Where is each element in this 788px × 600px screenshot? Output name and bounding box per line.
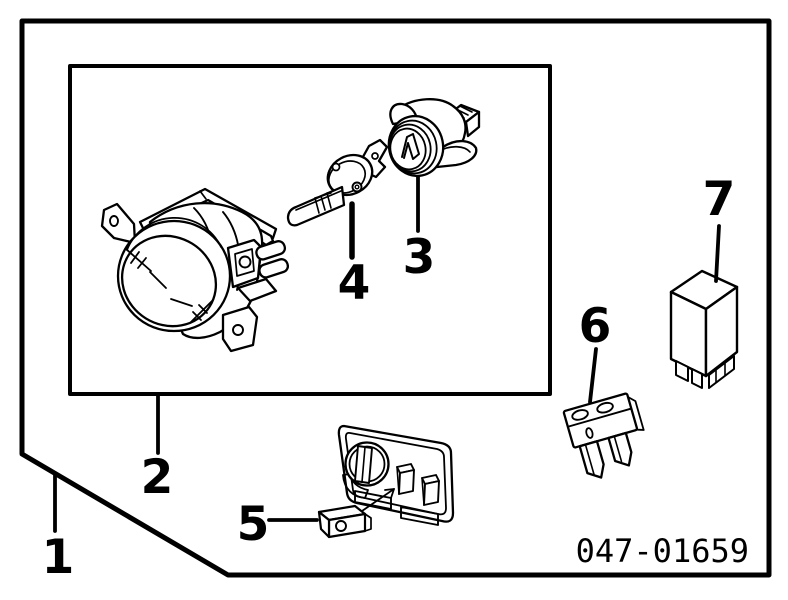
filament-detail [314, 192, 332, 214]
halogen-bulb [286, 138, 389, 227]
callout-6-leader [588, 347, 598, 404]
relay [669, 269, 739, 389]
callout-4-label: 4 [338, 256, 371, 311]
blade-fuse [562, 392, 645, 479]
callout-6-label: 6 [579, 299, 612, 354]
fog-lamp-kit-box [68, 64, 552, 396]
outer-frame [19, 18, 772, 578]
glass-marks [125, 248, 214, 323]
fog-lamp-assembly [100, 187, 290, 353]
switch-panel [337, 424, 455, 526]
callout-2-label: 2 [141, 450, 174, 505]
bulb-socket [387, 98, 481, 178]
callout-7-label: 7 [703, 172, 736, 227]
callout-5-label: 5 [237, 497, 270, 552]
callout-3-label: 3 [403, 230, 436, 285]
drawing-number: 047-01659 [576, 532, 749, 570]
switch-illumination-bulb [317, 488, 395, 539]
switch-buttons [396, 463, 440, 506]
callout-1-label: 1 [42, 530, 75, 585]
callout-7-leader [714, 224, 721, 283]
